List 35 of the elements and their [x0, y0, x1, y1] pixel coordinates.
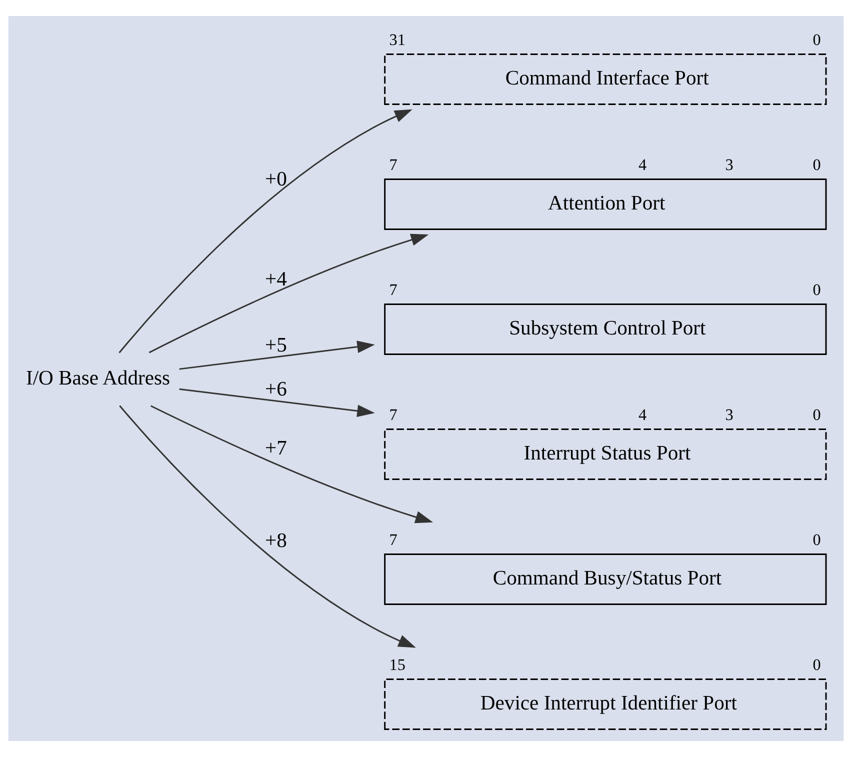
- node-label: 3: [725, 407, 734, 424]
- node-label: 7: [389, 407, 398, 424]
- node-box: Command Interface Port: [384, 54, 827, 105]
- node-label: 0: [812, 657, 821, 674]
- edge-label: +8: [265, 530, 287, 552]
- node-label: 7: [389, 282, 398, 300]
- node-box: Attention Port: [384, 178, 827, 230]
- node-label: 7: [389, 157, 398, 174]
- node-text: I/O Base Address: [26, 368, 170, 390]
- node-label: 3: [725, 157, 734, 174]
- node-box: Subsystem Control Port: [384, 304, 827, 355]
- node-label: 0: [812, 407, 821, 424]
- node-label: 0: [812, 532, 821, 550]
- arrow: [150, 405, 434, 524]
- edge-label: +7: [265, 438, 287, 460]
- node-label: 0: [812, 32, 821, 50]
- node-label: 4: [638, 407, 647, 424]
- arrow: [118, 109, 412, 354]
- node-label: 15: [389, 657, 406, 674]
- arrow: [179, 340, 375, 370]
- node-box: Device Interrupt Identifier Port: [384, 678, 827, 730]
- node-label: 0: [812, 157, 821, 174]
- edge-label: +6: [265, 378, 287, 401]
- node-label: 0: [812, 282, 821, 300]
- node-label: 4: [638, 157, 647, 174]
- node-label: 7: [389, 532, 398, 550]
- node-label: 31: [389, 32, 406, 50]
- edge-label: +5: [265, 334, 287, 357]
- node-box: Command Busy/Status Port: [384, 554, 827, 605]
- node-box: Interrupt Status Port: [384, 428, 827, 480]
- edge-label: +4: [265, 268, 287, 290]
- arrow: [148, 234, 429, 354]
- edge-label: +0: [265, 168, 287, 190]
- arrow: [119, 405, 416, 648]
- arrow: [179, 388, 375, 418]
